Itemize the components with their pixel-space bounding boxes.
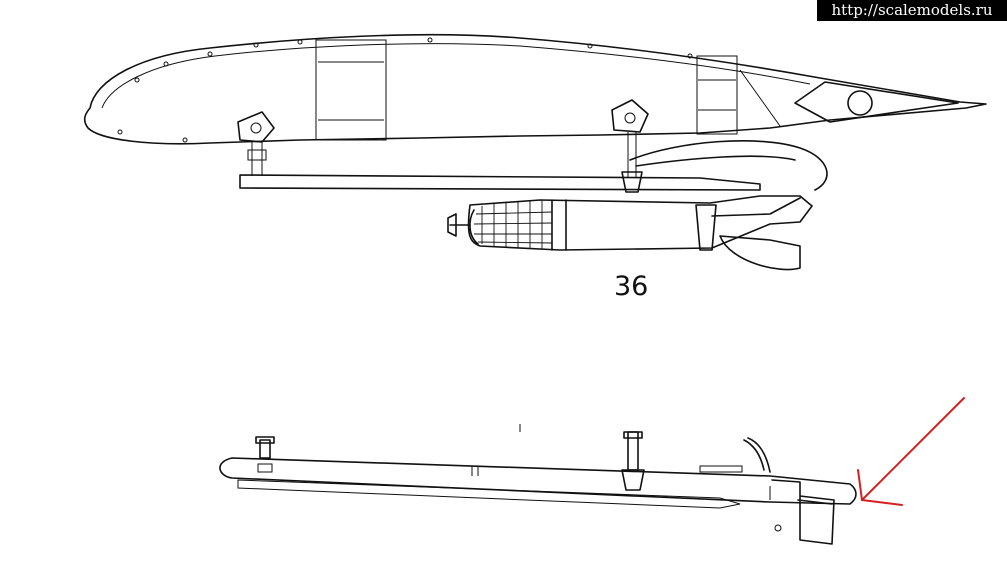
wing-pylon-tank-assembly — [83, 33, 987, 271]
watermark-url: http://scalemodels.ru — [817, 0, 1007, 21]
wing-airfoil — [83, 33, 987, 145]
drop-tank — [467, 195, 813, 251]
pylon-side-view — [219, 424, 857, 545]
figure-number: 36 — [614, 271, 648, 302]
annotation-arrow — [857, 397, 965, 506]
pylon-body — [219, 457, 857, 505]
